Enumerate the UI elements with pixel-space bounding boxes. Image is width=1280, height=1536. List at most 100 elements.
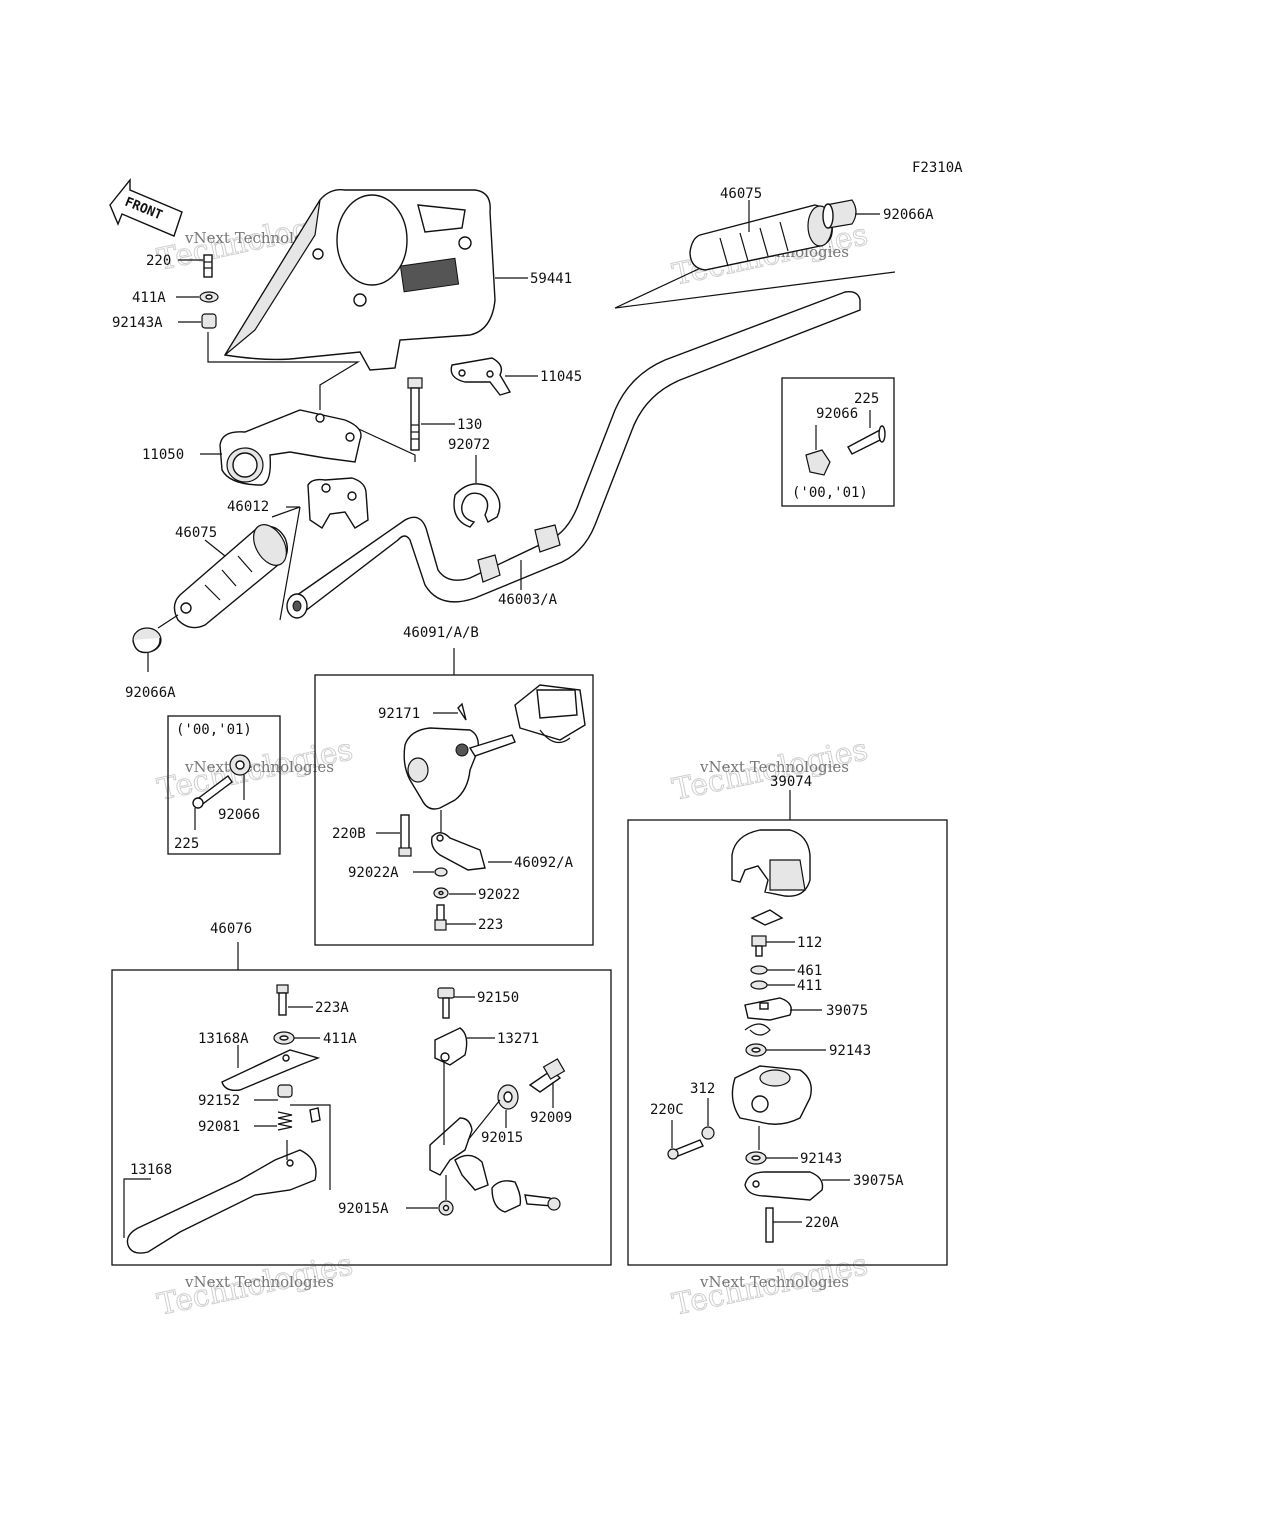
lever-box-46076 bbox=[111, 969, 612, 1266]
label-225-box: 225 bbox=[854, 391, 879, 407]
washer-411 bbox=[750, 980, 768, 990]
label-312: 312 bbox=[690, 1081, 715, 1097]
label-223A: 223A bbox=[315, 1000, 349, 1016]
perch-assembly bbox=[429, 1117, 561, 1213]
label-92081: 92081 bbox=[198, 1119, 240, 1135]
label-92143a: 92143 bbox=[829, 1043, 871, 1059]
label-46012: 46012 bbox=[227, 499, 269, 515]
label-220B: 220B bbox=[332, 826, 366, 842]
bolt-112 bbox=[751, 935, 767, 957]
holder-46012 bbox=[307, 477, 369, 529]
screw-223 bbox=[434, 904, 447, 931]
bracket-11050 bbox=[219, 409, 362, 486]
label-46003A: 46003/A bbox=[498, 592, 558, 608]
label-46091: 46091/A/B bbox=[403, 625, 479, 641]
label-46076: 46076 bbox=[210, 921, 252, 937]
collar-92143A bbox=[201, 313, 217, 329]
inset-box-right bbox=[781, 377, 895, 507]
bracket-13168A bbox=[221, 1049, 321, 1092]
label-39075: 39075 bbox=[826, 1003, 868, 1019]
watermark-text: vNext Technologies bbox=[699, 1273, 849, 1291]
adjuster-92009 bbox=[528, 1058, 566, 1093]
label-39074: 39074 bbox=[770, 774, 812, 790]
washer-92022 bbox=[433, 887, 449, 899]
spring-92081 bbox=[277, 1111, 293, 1131]
clamp-92072 bbox=[453, 483, 501, 528]
label-220C: 220C bbox=[650, 1102, 684, 1118]
label-92022: 92022 bbox=[478, 887, 520, 903]
cover-39074 bbox=[731, 829, 811, 897]
label-13168A: 13168A bbox=[198, 1031, 249, 1047]
pin-part bbox=[309, 1107, 321, 1123]
washer-411A bbox=[199, 291, 219, 303]
bracket-11045 bbox=[450, 357, 512, 396]
grip-46075-left bbox=[173, 524, 288, 629]
meter-cover-59441 bbox=[223, 189, 496, 371]
label-13271: 13271 bbox=[497, 1031, 539, 1047]
watermark-text: vNext Technologies bbox=[699, 758, 849, 776]
spring-part bbox=[744, 1023, 771, 1036]
screw-220 bbox=[203, 254, 213, 278]
nut-92015A bbox=[438, 1200, 454, 1216]
figure-code: F2310A bbox=[912, 160, 963, 176]
handlebar-46003A bbox=[286, 290, 861, 619]
label-92009: 92009 bbox=[530, 1110, 572, 1126]
clip-part bbox=[750, 909, 784, 926]
endcap-92066A-right bbox=[822, 199, 857, 229]
pin-92171 bbox=[457, 702, 467, 721]
screw-220C bbox=[667, 1139, 704, 1160]
washer-411A-lever bbox=[273, 1031, 295, 1045]
label-92072: 92072 bbox=[448, 437, 490, 453]
label-92015A: 92015A bbox=[338, 1201, 389, 1217]
label-225-box2: 225 bbox=[174, 836, 199, 852]
switch-housing-46091 bbox=[403, 684, 586, 810]
label-92066A-top: 92066A bbox=[883, 207, 934, 223]
nut-312 bbox=[701, 1126, 715, 1140]
label-92143A: 92143A bbox=[112, 315, 163, 331]
label-92152: 92152 bbox=[198, 1093, 240, 1109]
label-112: 112 bbox=[797, 935, 822, 951]
nut-461 bbox=[750, 965, 768, 975]
bolt-225 bbox=[847, 425, 886, 455]
label-92150: 92150 bbox=[477, 990, 519, 1006]
lever-46092A bbox=[430, 832, 486, 871]
bolt-225-left bbox=[192, 774, 233, 809]
label-46075-left: 46075 bbox=[175, 525, 217, 541]
throttle-housing bbox=[731, 1065, 812, 1125]
box-years-left: ('00,'01) bbox=[176, 722, 252, 738]
label-411A-b: 411A bbox=[323, 1031, 357, 1047]
label-92066A-left: 92066A bbox=[125, 685, 176, 701]
endcap-92066A-left bbox=[132, 627, 162, 654]
switch-13271 bbox=[434, 1027, 468, 1066]
label-92066-box: 92066 bbox=[816, 406, 858, 422]
washer-92022A bbox=[434, 867, 448, 877]
label-223: 223 bbox=[478, 917, 503, 933]
bolt-92152 bbox=[277, 1084, 293, 1098]
label-411A: 411A bbox=[132, 290, 166, 306]
label-92022A: 92022A bbox=[348, 865, 399, 881]
label-39075A: 39075A bbox=[853, 1173, 904, 1189]
label-59441: 59441 bbox=[530, 271, 572, 287]
throttle-box-39074 bbox=[627, 819, 948, 1266]
label-92015: 92015 bbox=[481, 1130, 523, 1146]
label-130: 130 bbox=[457, 417, 482, 433]
rubber-92066-left bbox=[229, 754, 251, 776]
label-461: 461 bbox=[797, 963, 822, 979]
rubber-92066 bbox=[805, 449, 831, 476]
collar-92143-upper bbox=[745, 1043, 767, 1057]
label-46075-top: 46075 bbox=[720, 186, 762, 202]
label-220: 220 bbox=[146, 253, 171, 269]
front-arrow-icon: FRONT bbox=[109, 178, 183, 237]
box-years-right: ('00,'01) bbox=[792, 485, 868, 501]
screw-223A bbox=[276, 984, 289, 1016]
label-411: 411 bbox=[797, 978, 822, 994]
lever-39075A bbox=[744, 1171, 824, 1201]
collar-92143-lower bbox=[745, 1151, 767, 1165]
lever-13168 bbox=[126, 1149, 317, 1254]
label-46092: 46092/A bbox=[514, 855, 574, 871]
screw-92150 bbox=[437, 987, 455, 1019]
bolt-130 bbox=[407, 377, 423, 451]
label-11050: 11050 bbox=[142, 447, 184, 463]
screw-220B bbox=[398, 814, 412, 857]
